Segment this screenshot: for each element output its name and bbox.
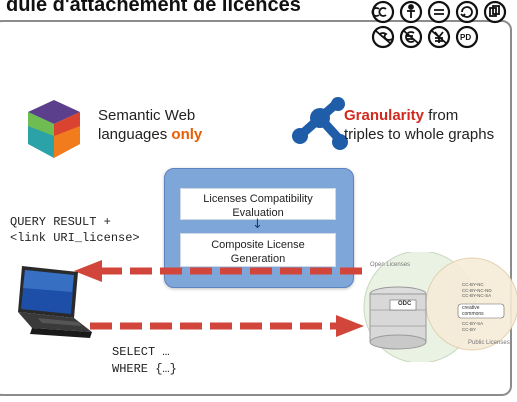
- cc-list-item: CC-BY: [462, 326, 477, 332]
- cc-icon: [371, 0, 395, 24]
- laptop-icon: [18, 266, 92, 338]
- no-derivatives-icon: [427, 0, 451, 24]
- granularity-line1-rest: from: [424, 107, 459, 124]
- cc-list-item: CC-BY-NC-SA: [462, 293, 492, 298]
- process-arrow-icon: ↓: [252, 217, 263, 232]
- sparql-query-label: SELECT … WHERE {…}: [112, 344, 177, 378]
- slide-frame: [0, 20, 512, 396]
- granularity-highlight: Granularity: [344, 107, 425, 124]
- semantic-web-line2: languages only: [98, 125, 202, 144]
- query-result-line1: QUERY RESULT +: [10, 215, 111, 229]
- granularity-label: Granularity from triples to whole graphs: [344, 106, 494, 144]
- cc-license-list-lower: CC-BY-SA CC-BY: [462, 321, 483, 332]
- semantic-web-label: Semantic Web languages only: [98, 106, 202, 144]
- granularity-line2: triples to whole graphs: [344, 126, 495, 143]
- cc-list-item: CC-BY-NC: [462, 282, 484, 287]
- cc-license-icons: PD: [371, 0, 507, 49]
- cc-list-item: CC-BY-SA: [462, 321, 484, 326]
- sparql-line1: SELECT …: [112, 345, 170, 359]
- license-database-graphic: [363, 252, 517, 362]
- graph-granularity-icon: [292, 97, 348, 150]
- semantic-web-cube-icon: [28, 100, 80, 158]
- composite-generation-box: Composite License Generation: [180, 233, 336, 267]
- share-alike-icon: [455, 0, 479, 24]
- public-licenses-label: Public Licenses: [468, 340, 510, 346]
- composite-line2: Generation: [230, 253, 286, 265]
- creative-commons-logo: creative commons: [462, 305, 484, 317]
- compatibility-line1: Licenses Compatibility: [203, 193, 313, 205]
- remix-icon: [483, 0, 507, 24]
- sparql-line2: WHERE {…}: [112, 362, 177, 376]
- odc-label: ODC: [398, 301, 412, 307]
- granularity-line1: Granularity from: [344, 106, 494, 125]
- query-result-label: QUERY RESULT + <link URI_license>: [10, 214, 140, 246]
- semantic-web-only: only: [171, 126, 203, 143]
- compatibility-line2: Evaluation: [232, 207, 284, 219]
- svg-text:PD: PD: [460, 33, 471, 42]
- cc-logo-bottom: commons: [462, 311, 484, 317]
- semantic-web-line2-prefix: languages: [98, 126, 172, 143]
- public-domain-icon: [455, 25, 479, 49]
- query-arrow: [90, 315, 364, 337]
- result-arrow: [74, 260, 366, 282]
- cc-list-item: CC-BY-NC-ND: [462, 287, 492, 293]
- open-licenses-label: Open Licenses: [370, 262, 411, 268]
- cc-license-list: CC-BY-NC CC-BY-NC-ND CC-BY-NC-SA: [462, 282, 492, 299]
- compatibility-evaluation-box: Licenses Compatibility Evaluation: [180, 188, 336, 220]
- composite-line1: Composite License: [211, 239, 305, 251]
- semantic-web-line1: Semantic Web: [98, 107, 196, 124]
- cc-logo-top: creative: [462, 305, 480, 311]
- slide-title: dule d'attachement de licences: [6, 0, 305, 17]
- query-result-line2: <link URI_license>: [10, 231, 140, 245]
